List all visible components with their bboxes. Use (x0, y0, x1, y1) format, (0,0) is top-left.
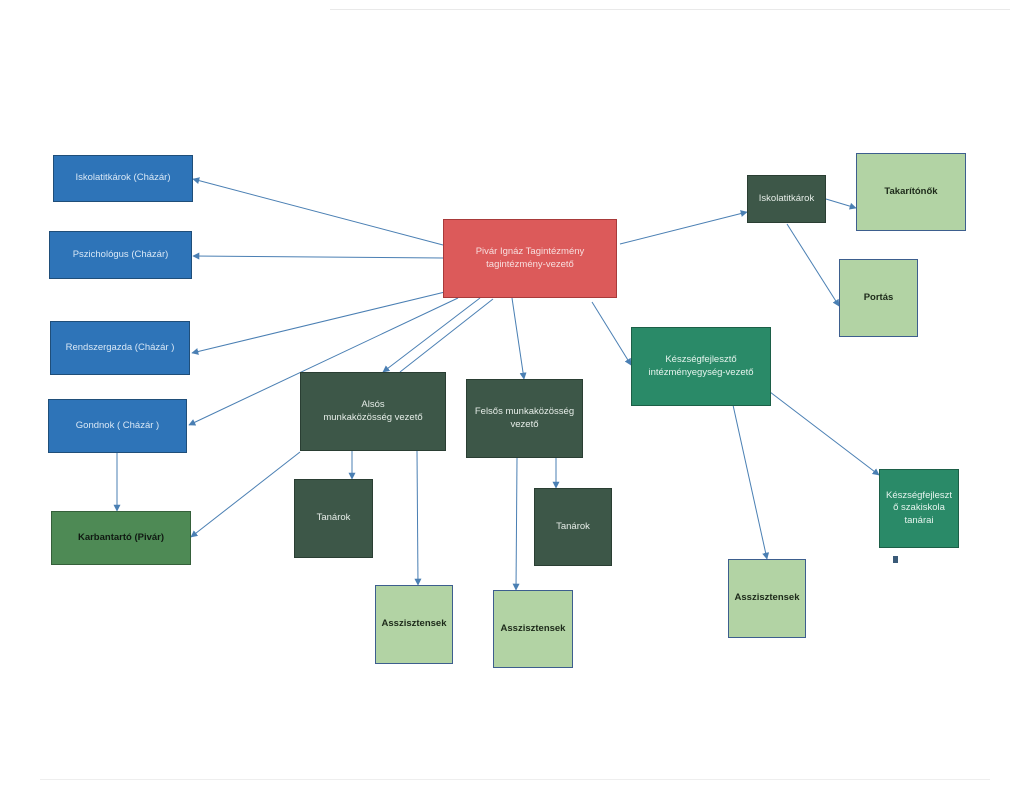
node-keszsegfejleszto-vezeto: Készségfejlesztő intézményegység-vezető (631, 327, 771, 406)
connector-also-asszisztensek (414, 450, 422, 586)
connector-center-also-a (382, 297, 481, 373)
node-felso-munkakozosseg-vezeto: Felsős munkaközösség vezető (466, 379, 583, 458)
connector-iskolatitkarok-takaritonok (825, 198, 857, 210)
node-keszsegfejleszto-szakiskola-tanarai: Készségfejleszt ő szakiskola tanárai (879, 469, 959, 548)
connector-center-karbantarto (190, 451, 301, 538)
node-asszisztensek-felso: Asszisztensek (493, 590, 573, 668)
node-iskolatitkarok-chazar: Iskolatitkárok (Cházár) (53, 155, 193, 202)
node-asszisztensek-keszseg: Asszisztensek (728, 559, 806, 638)
connector-center-also-b (399, 298, 494, 373)
node-karbantarto: Karbantartó (Pivár) (51, 511, 191, 565)
node-iskolatitkarok: Iskolatitkárok (747, 175, 826, 223)
scan-marker (893, 556, 898, 563)
scan-edge-top (330, 9, 1010, 10)
connector-center-iskolatitkarok (619, 210, 748, 245)
node-portas: Portás (839, 259, 918, 337)
node-tagintezmeny-vezeto: Pivár Ignáz Tagintézmény tagintézmény-ve… (443, 219, 617, 298)
connector-keszseg-asszisztensek (732, 404, 770, 560)
connector-center-rendszergazda (191, 291, 446, 355)
node-tanarok-also: Tanárok (294, 479, 373, 558)
connector-iskolatitkarok-portas (786, 223, 840, 307)
connector-center-pszichologus (192, 252, 444, 260)
connector-center-gondnok (188, 297, 459, 426)
node-pszichologus: Pszichológus (Cházár) (49, 231, 192, 279)
connector-felso-asszisztensek (512, 457, 520, 591)
node-rendszergazda: Rendszergazda (Cházár ) (50, 321, 190, 375)
scan-edge-bottom (40, 779, 990, 780)
node-gondnok: Gondnok ( Cházár ) (48, 399, 187, 453)
connector-center-felso (511, 297, 527, 380)
connector-center-isk-chazar (192, 177, 444, 246)
node-takaritonok: Takarítónők (856, 153, 966, 231)
node-tanarok-felso: Tanárok (534, 488, 612, 566)
node-also-munkakozosseg-vezeto: Alsós munkaközösség vezető (300, 372, 446, 451)
connector-center-keszseg (591, 301, 632, 366)
connector-keszseg-tanarai (769, 391, 880, 476)
node-asszisztensek-also: Asszisztensek (375, 585, 453, 664)
